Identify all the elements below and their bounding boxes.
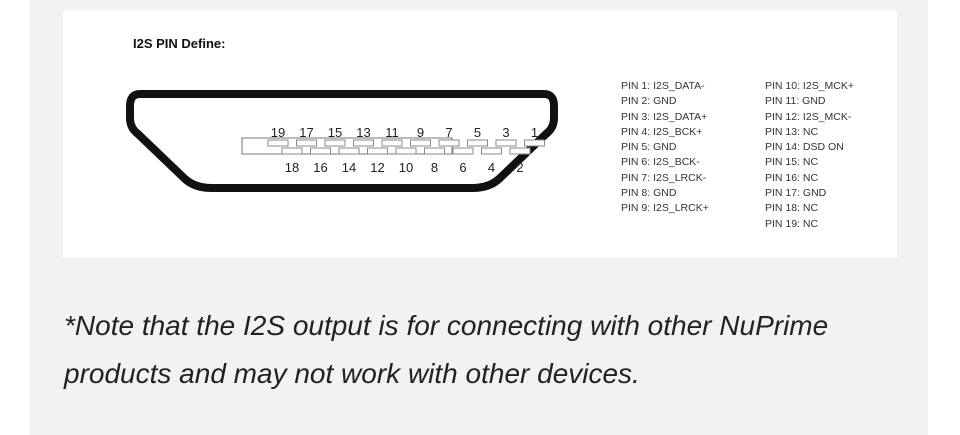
top-pin-labels: 19 17 15 13 11 9 7 5 3 1 [271, 125, 538, 140]
top-pin-contact [381, 139, 403, 147]
bottom-pin-label: 2 [516, 160, 523, 175]
pin-define-figure: I2S PIN Define: 19 17 15 13 11 9 7 5 3 1 18 16 14 12… [63, 10, 897, 258]
pin-list-item: PIN 7: I2S_LRCK- [621, 171, 707, 184]
pin-list-item: PIN 12: I2S_MCK- [765, 110, 852, 123]
top-pin-label: 13 [356, 125, 370, 140]
bottom-pin-label: 10 [399, 160, 413, 175]
figure-title: I2S PIN Define: [133, 36, 226, 51]
pin-list-item: PIN 13: NC [765, 125, 819, 138]
pin-list-item: PIN 1: I2S_DATA- [621, 80, 705, 92]
top-pin-label: 17 [299, 125, 313, 140]
top-pin-contact [438, 139, 460, 147]
bottom-pin-contact [452, 147, 474, 155]
bottom-pin-label: 16 [313, 160, 327, 175]
pin-list-item: PIN 14: DSD ON [765, 141, 844, 154]
compatibility-note: *Note that the I2S output is for connect… [64, 310, 829, 389]
bottom-pin-labels: 18 16 14 12 10 8 6 4 2 [285, 160, 524, 175]
pin-list-column-2: PIN 10: I2S_MCK+ PIN 11: GND PIN 12: I2S_M… [765, 79, 854, 232]
pin-list-item: PIN 17: GND [765, 187, 827, 200]
pin-list-item: PIN 5: GND [621, 141, 677, 154]
pin-list-item: PIN 18: NC [765, 202, 819, 215]
pin-list-column-1: PIN 1: I2S_DATA- PIN 2: GND PIN 3: I2S_DAT… [621, 79, 709, 217]
top-pin-contact [324, 139, 346, 147]
top-pin-label: 3 [502, 125, 509, 140]
bottom-pin-contact [424, 147, 445, 155]
pin-list-item: PIN 19: NC [765, 217, 819, 230]
bottom-pin-contact [481, 147, 502, 155]
top-pin-label: 19 [271, 125, 285, 140]
pin-list-item: PIN 2: GND [621, 95, 677, 108]
top-pin-label: 11 [385, 125, 399, 140]
bottom-pin-row [281, 147, 531, 155]
pin-list-item: PIN 8: GND [621, 187, 677, 200]
bottom-pin-label: 12 [370, 160, 384, 175]
top-pin-contact [495, 139, 517, 147]
top-pin-row [267, 139, 545, 147]
bottom-pin-label: 8 [431, 160, 438, 175]
top-pin-contact [410, 139, 431, 147]
bottom-pin-contact [338, 147, 360, 155]
top-pin-contact [296, 139, 317, 147]
top-pin-label: 1 [531, 125, 538, 140]
bottom-pin-contact [395, 147, 417, 155]
hdmi-connector-diagram: 19 17 15 13 11 9 7 5 3 1 18 16 14 12 10 8 6 4 2 [126, 90, 558, 192]
pin-list-item: PIN 4: I2S_BCK+ [621, 125, 703, 138]
bottom-pin-label: 18 [285, 160, 299, 175]
bottom-pin-contact [509, 147, 531, 155]
bottom-pin-contact [281, 147, 303, 155]
bottom-pin-contact [310, 147, 331, 155]
pin-list-item: PIN 16: NC [765, 171, 819, 184]
bottom-pin-contact [367, 147, 388, 155]
bottom-pin-label: 6 [459, 160, 466, 175]
pin-list-item: PIN 3: I2S_DATA+ [621, 110, 708, 123]
connector-shell [126, 90, 558, 192]
top-pin-contact [353, 139, 374, 147]
pin-list-item: PIN 11: GND [765, 95, 826, 108]
top-pin-label: 5 [474, 125, 481, 140]
bottom-pin-label: 14 [342, 160, 356, 175]
pin-list-item: PIN 6: I2S_BCK- [621, 156, 700, 169]
top-pin-contact [267, 139, 289, 147]
bottom-pin-label: 4 [488, 160, 495, 175]
top-pin-label: 9 [417, 125, 424, 140]
pin-list-item: PIN 9: I2S_LRCK+ [621, 202, 709, 215]
pin-list-item: PIN 10: I2S_MCK+ [765, 80, 854, 92]
top-pin-contact [524, 139, 545, 147]
top-pin-label: 7 [445, 125, 452, 140]
pin-list-item: PIN 15: NC [765, 156, 819, 169]
top-pin-contact [467, 139, 488, 147]
top-pin-label: 15 [328, 125, 342, 140]
